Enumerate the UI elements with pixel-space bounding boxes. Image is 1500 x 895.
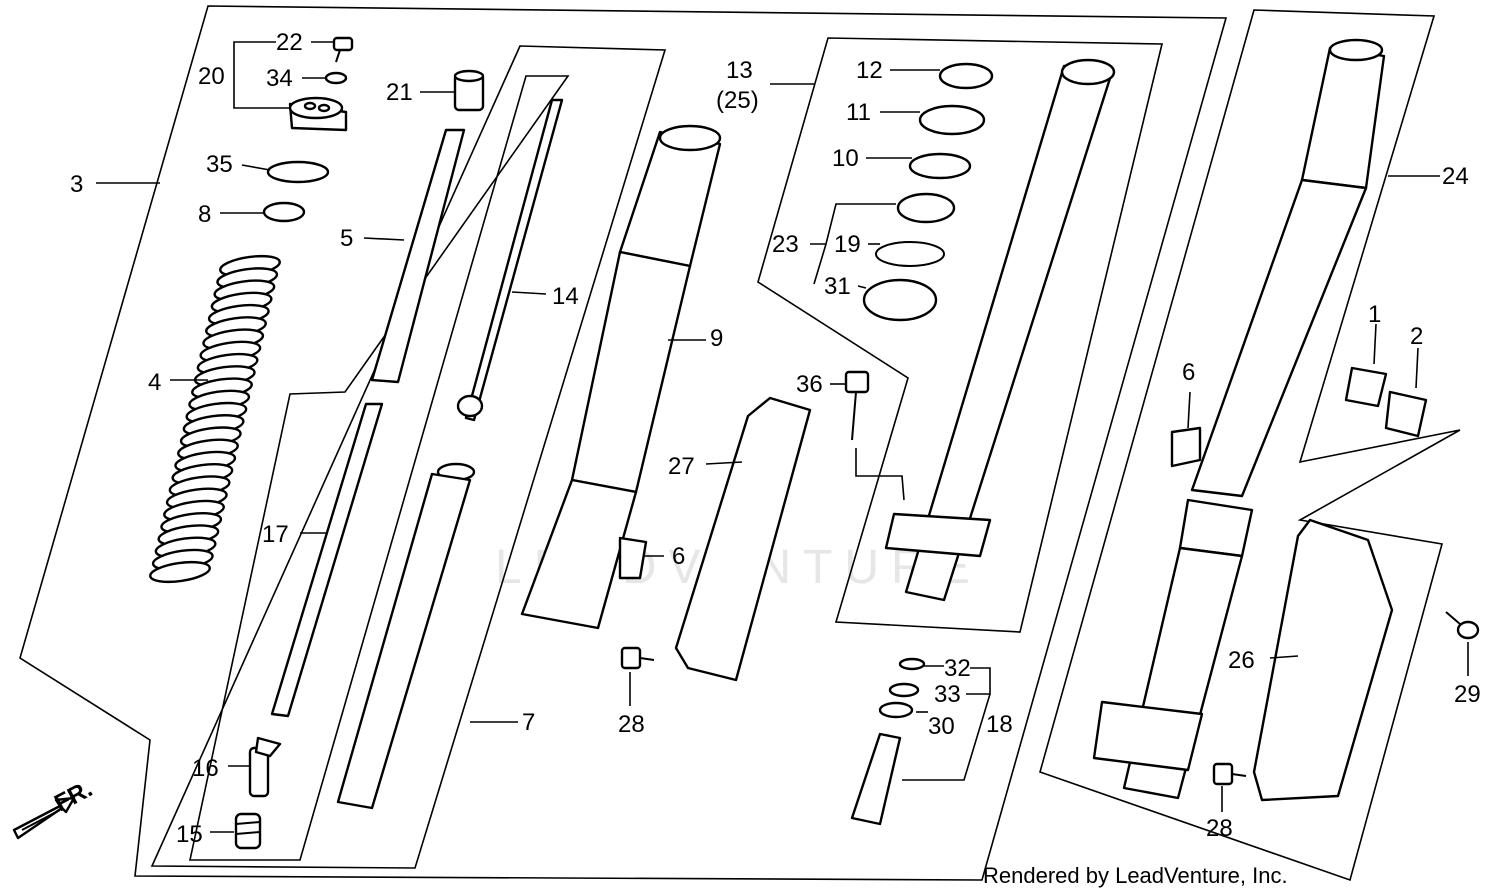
o-ring-35 — [266, 160, 330, 184]
frame-inner-slider — [189, 75, 570, 861]
spring-coil — [149, 560, 211, 584]
callout-26: 26 — [1228, 647, 1255, 674]
valve-16 — [248, 736, 282, 798]
callout-12: 12 — [856, 57, 883, 84]
frame-outer-left — [19, 5, 1228, 881]
guard-6b — [1170, 426, 1202, 468]
bushing-11 — [918, 104, 986, 136]
inner-tube-7 — [336, 472, 472, 810]
fork-assembly-24 — [1092, 38, 1386, 800]
callout-4: 4 — [148, 369, 161, 396]
callout-24: 24 — [1442, 163, 1469, 190]
rod-17 — [270, 402, 384, 718]
callout-20: 20 — [198, 63, 225, 90]
callout-6b: 6 — [1182, 359, 1195, 386]
bolt-29 — [1445, 611, 1480, 640]
bolt-18 — [850, 732, 902, 826]
callout-17: 17 — [262, 521, 289, 548]
bolt-28a — [620, 646, 655, 670]
fork-spring — [149, 254, 281, 584]
callout-2: 2 — [1410, 323, 1423, 350]
back-up-ring-10 — [908, 152, 972, 180]
callout-11: 11 — [846, 99, 871, 126]
bolt-36 — [844, 370, 870, 441]
guide-8 — [262, 201, 306, 223]
frame-inner-left — [150, 45, 667, 869]
fork-guard-27 — [674, 396, 812, 682]
washer-34 — [324, 71, 348, 85]
nut-21 — [453, 69, 485, 112]
callout-32: 32 — [944, 655, 971, 682]
washer-33 — [888, 682, 920, 698]
front-direction-arrow — [12, 796, 76, 840]
spring-15 — [234, 812, 262, 850]
frame-outer-tube — [757, 37, 1164, 633]
callout-18: 18 — [986, 711, 1013, 738]
oil-seal — [896, 192, 956, 224]
callout-8: 8 — [198, 201, 211, 228]
callout-33: 33 — [934, 681, 961, 708]
clamp-2 — [1384, 390, 1428, 438]
callout-3: 3 — [70, 171, 83, 198]
callout-16: 16 — [192, 755, 219, 782]
fork-guard-26 — [1252, 518, 1394, 802]
callout-10: 10 — [832, 145, 859, 172]
callout-31: 31 — [824, 273, 851, 300]
callout-35: 35 — [206, 151, 233, 178]
callout-36: 36 — [796, 371, 823, 398]
callout-5: 5 — [340, 225, 353, 252]
footer-credit: Rendered by LeadVenture, Inc. — [983, 863, 1288, 888]
callout-6a: 6 — [672, 543, 685, 570]
callout-29: 29 — [1454, 681, 1481, 708]
outer-tube-9 — [520, 124, 722, 630]
fork-cap-bolt — [288, 96, 348, 132]
callout-21: 21 — [386, 79, 413, 106]
callout-19: 19 — [834, 231, 861, 258]
guard-6a — [618, 536, 648, 580]
callout-28b: 28 — [1206, 815, 1233, 842]
washer-30 — [878, 701, 914, 719]
bushing-12 — [938, 62, 994, 90]
clip-19 — [875, 241, 945, 267]
frame-right-assembly — [1039, 9, 1461, 882]
callout-1: 1 — [1368, 301, 1381, 328]
callout-9: 9 — [710, 325, 723, 352]
callout-13: 13 — [726, 57, 753, 84]
clamp-1 — [1344, 366, 1388, 408]
callout-15: 15 — [176, 821, 203, 848]
callout-22: 22 — [276, 29, 303, 56]
bolt-28b — [1212, 762, 1247, 786]
dust-seal-31 — [862, 278, 938, 322]
callout-7: 7 — [522, 709, 535, 736]
bolt-22 — [332, 36, 354, 63]
spacer-5 — [370, 128, 466, 384]
callout-30: 30 — [928, 713, 955, 740]
leader-lines — [96, 41, 1469, 833]
outer-tube-13 — [884, 58, 1116, 602]
callout-23: 23 — [772, 231, 799, 258]
washer-32 — [898, 657, 926, 671]
callout-27: 27 — [668, 453, 695, 480]
callout-34: 34 — [266, 65, 293, 92]
callout-28a: 28 — [618, 711, 645, 738]
callout-25: (25) — [716, 87, 759, 114]
callout-14: 14 — [552, 283, 579, 310]
